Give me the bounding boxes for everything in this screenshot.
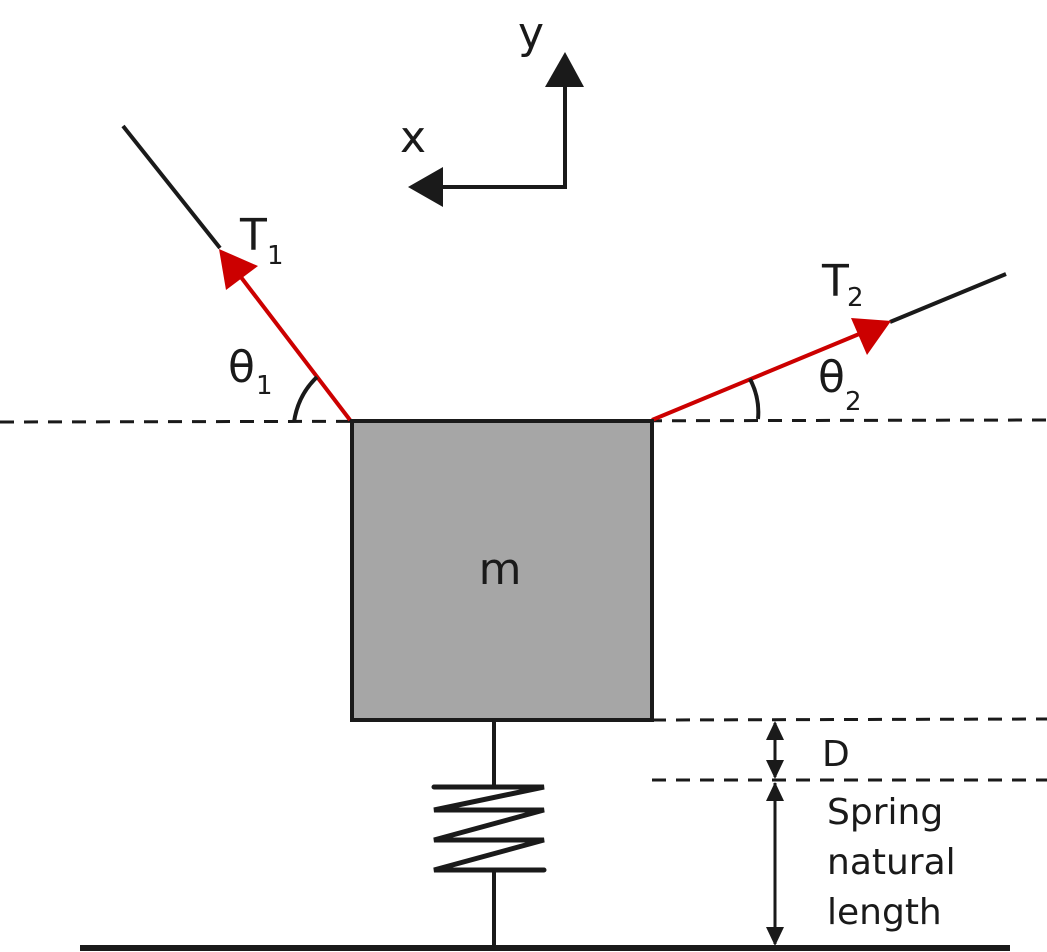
tension-t2: T 2 θ 2: [651, 256, 1007, 422]
theta1-label: θ: [228, 342, 255, 393]
mass-bottom-reference-line: [651, 717, 1047, 722]
dimension-spring-natural-length: Spring natural length: [766, 782, 956, 946]
coordinate-axes: y x: [400, 8, 584, 207]
y-axis-arrowhead-icon: [545, 52, 584, 87]
t2-vector: [651, 330, 865, 422]
t2-label: T: [821, 256, 849, 307]
y-axis-label: y: [518, 8, 544, 59]
mass-box: [350, 419, 654, 722]
theta1-subscript: 1: [256, 371, 273, 401]
spring-label-line-3: length: [827, 892, 942, 933]
spring: [431, 720, 547, 948]
t2-subscript: 2: [847, 283, 864, 313]
theta2-label: θ: [818, 352, 845, 403]
t1-arrowhead-icon: [219, 249, 258, 290]
t1-subscript: 1: [267, 241, 284, 271]
d-label: D: [822, 734, 850, 775]
x-axis-label: x: [400, 112, 426, 163]
top-reference-line: [0, 418, 1047, 424]
theta2-subscript: 2: [845, 387, 862, 417]
dimension-d: D: [766, 721, 850, 779]
d-arrowhead-up-icon: [766, 721, 784, 740]
spring-label-line-2: natural: [827, 842, 956, 883]
x-axis-arrowhead-icon: [408, 167, 443, 207]
t2-arrowhead-icon: [851, 318, 891, 355]
natural-length-arrowhead-down-icon: [766, 927, 784, 946]
tension-t1: T 1 θ 1: [121, 124, 352, 423]
rope-left: [121, 124, 222, 250]
natural-length-arrowhead-up-icon: [766, 782, 784, 801]
spring-label-line-1: Spring: [827, 792, 943, 833]
mass-label: m: [479, 544, 522, 595]
spring-coil: [431, 784, 547, 873]
theta2-arc: [748, 378, 761, 420]
t1-label: T: [239, 210, 267, 261]
d-arrowhead-down-icon: [766, 760, 784, 779]
mass-block: m: [350, 419, 654, 722]
axes-lines: [440, 85, 567, 189]
theta1-arc: [292, 375, 319, 423]
t1-vector: [232, 266, 352, 422]
rope-right: [889, 272, 1007, 324]
